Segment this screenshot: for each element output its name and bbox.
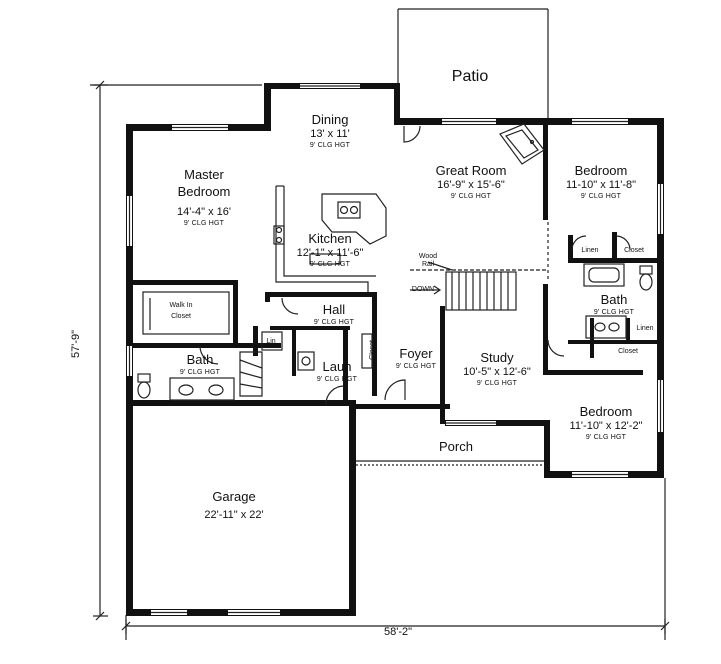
patio-label: Patio: [452, 68, 488, 85]
bedroom-ne-label: Bedroom 11-10" x 11'-8" 9' CLG HGT: [566, 162, 636, 201]
linen-top-label: Linen: [581, 247, 599, 254]
master-bedroom-dim: 14'-4" x 16': [177, 206, 231, 218]
study-name: Study: [480, 350, 514, 365]
walk-in-closet-label: Walk In Closet: [169, 302, 192, 321]
closet-shelving: [142, 291, 230, 335]
overall-depth-dim: 57'-9": [70, 329, 83, 359]
bedroom-ne-dim: 11-10" x 11'-8": [565, 179, 637, 191]
dimension-lines: [90, 80, 670, 640]
great-room-name: Great Room: [435, 163, 507, 178]
porch-outline: [356, 460, 544, 466]
walk-in-closet-line1: Walk In: [169, 302, 193, 309]
study-label: Study 10'-5" x 12'-6" 9' CLG HGT: [463, 349, 531, 388]
porch-name: Porch: [439, 439, 473, 454]
great-room-clg: 9' CLG HGT: [450, 193, 492, 200]
closet-foyer-label: Closet: [369, 340, 376, 360]
kitchen-clg: 9' CLG HGT: [309, 261, 351, 268]
patio-outline: [397, 8, 549, 124]
study-clg: 9' CLG HGT: [476, 380, 518, 387]
stair-down-label: DOWN: [411, 286, 435, 293]
bedroom-se-name: Bedroom: [579, 404, 633, 419]
master-bedroom-clg: 9' CLG HGT: [183, 220, 225, 227]
dining-dim: 13' x 11': [310, 128, 350, 140]
master-bedroom-name-1: Master: [184, 167, 224, 182]
foyer-clg: 9' CLG HGT: [395, 363, 437, 370]
garage-steps: [239, 351, 263, 397]
wood-rail-label: Wood Rail: [419, 253, 437, 269]
laundry-clg: 9' CLG HGT: [316, 376, 358, 383]
laundry-fixtures: [261, 331, 373, 371]
fireplace: [499, 123, 545, 165]
great-room-label: Great Room 16'-9" x 15'-6" 9' CLG HGT: [436, 162, 507, 201]
foyer-name: Foyer: [399, 346, 433, 361]
master-bedroom-label: Master Bedroom 14'-4" x 16' 9' CLG HGT: [177, 166, 231, 228]
hall-clg: 9' CLG HGT: [313, 319, 355, 326]
bedroom-ne-name: Bedroom: [574, 163, 628, 178]
kitchen-label: Kitchen 12'-1" x 11'-6" 9' CLG HGT: [297, 230, 364, 269]
laundry-name: Laun: [322, 359, 352, 374]
laundry-label: Laun 9' CLG HGT: [317, 358, 357, 384]
wood-rail-line1: Wood: [418, 253, 438, 260]
bath-right-clg: 9' CLG HGT: [593, 309, 635, 316]
garage-dim: 22'-11" x 22': [204, 509, 264, 521]
bath-right-label: Bath 9' CLG HGT: [594, 291, 634, 317]
bedroom-se-label: Bedroom 11'-10" x 12'-2" 9' CLG HGT: [570, 403, 643, 442]
foyer-label: Foyer 9' CLG HGT: [396, 345, 436, 371]
bath-left-clg: 9' CLG HGT: [179, 369, 221, 376]
linen-bottom-label: Linen: [636, 325, 654, 332]
kitchen-fixtures: [273, 185, 387, 292]
bedroom-se-dim: 11'-10" x 12'-2": [569, 420, 643, 432]
hall-name: Hall: [322, 302, 346, 317]
bath-left-label: Bath 9' CLG HGT: [180, 351, 220, 377]
bedroom-se-clg: 9' CLG HGT: [585, 434, 627, 441]
master-bedroom-name-2: Bedroom: [177, 184, 231, 199]
hall-label: Hall 9' CLG HGT: [314, 301, 354, 327]
bath-right-name: Bath: [600, 292, 628, 307]
dining-clg: 9' CLG HGT: [309, 142, 351, 149]
overall-width-dim: 58'-2": [384, 626, 413, 638]
closet-right-label: Closet: [618, 348, 638, 355]
kitchen-dim: 12'-1" x 11'-6": [296, 247, 364, 259]
dining-label: Dining 13' x 11' 9' CLG HGT: [310, 111, 350, 150]
wood-rail-line2: Rail: [421, 261, 435, 268]
bath-left-name: Bath: [186, 352, 214, 367]
closet-top-label: Closet: [624, 247, 644, 254]
kitchen-name: Kitchen: [308, 231, 352, 246]
study-dim: 10'-5" x 12'-6": [463, 366, 531, 378]
garage-name: Garage: [212, 489, 256, 504]
dining-name: Dining: [311, 112, 349, 127]
bath-fixtures: [137, 263, 653, 401]
interior-walls: [133, 124, 658, 424]
patio-name: Patio: [451, 68, 489, 85]
staircase: [410, 261, 548, 311]
garage-label: Garage 22'-11" x 22': [204, 488, 263, 522]
walk-in-closet-line2: Closet: [171, 313, 191, 320]
porch-label: Porch: [439, 438, 473, 455]
doors: [199, 125, 631, 405]
windows: [127, 84, 663, 615]
bedroom-ne-clg: 9' CLG HGT: [580, 193, 622, 200]
lin-small-label: Lin: [266, 338, 276, 345]
great-room-dim: 16'-9" x 15'-6": [437, 179, 505, 191]
